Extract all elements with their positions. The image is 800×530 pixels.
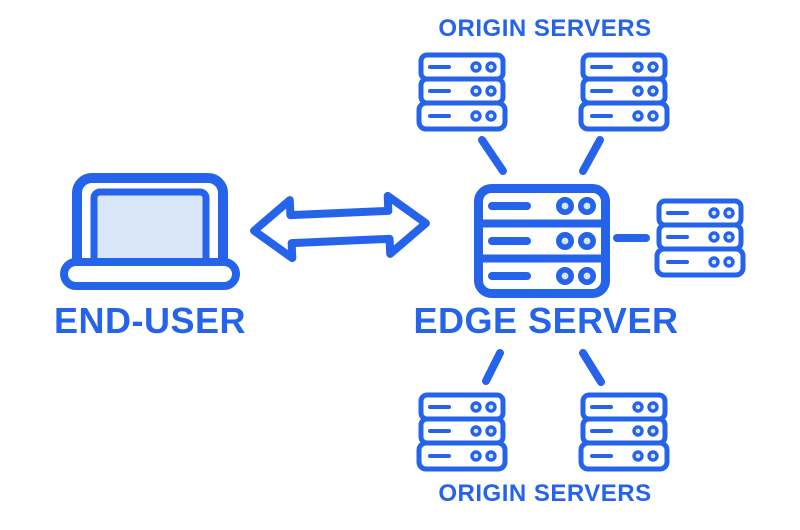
origin-server-icon-bottom-right [581,395,667,469]
origin-server-icon-right [657,201,743,275]
connector-edge-to-top-right [579,136,604,175]
end-user-label: END-USER [53,300,247,341]
laptop-icon [60,173,240,290]
double-arrow-icon [250,191,430,263]
connector-edge-to-bottom-right [579,349,605,386]
connector-edge-to-bottom-left [482,349,504,385]
connector-edge-to-top-left [478,136,507,175]
origin-servers-top-label: ORIGIN SERVERS [438,15,652,42]
origin-server-icon-top-left [419,55,505,129]
origin-server-icon-top-right [581,55,667,129]
edge-server-icon [479,189,606,294]
edge-server-label: EDGE SERVER [413,300,679,341]
origin-server-icon-bottom-left [419,395,505,469]
connector-lines [478,136,650,386]
origin-servers-bottom-label: ORIGIN SERVERS [438,480,652,507]
